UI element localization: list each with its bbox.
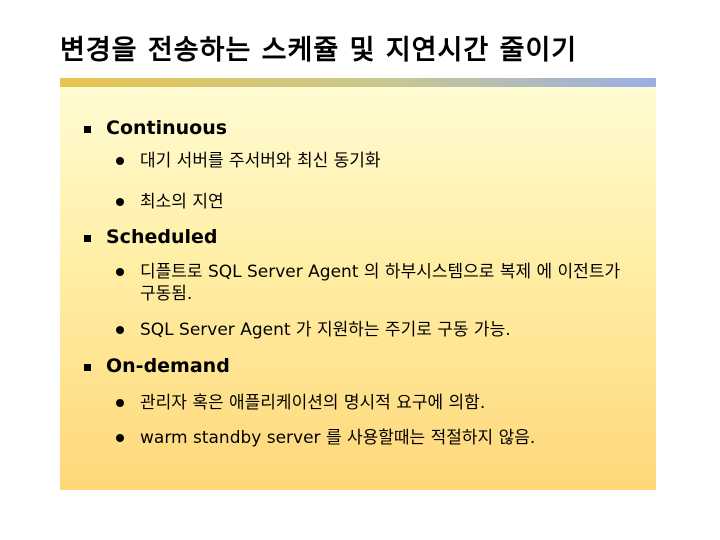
- item-bullet: [116, 157, 124, 165]
- content-panel: [60, 87, 656, 490]
- list-item: 대기 서버를 주서버와 최신 동기화: [140, 151, 381, 171]
- item-bullet: [116, 268, 124, 276]
- section-heading-scheduled: Scheduled: [106, 226, 218, 248]
- item-bullet: [116, 434, 124, 442]
- list-item: warm standby server 를 사용할때는 적절하지 않음.: [140, 428, 536, 448]
- section-heading-on-demand: On-demand: [106, 355, 230, 377]
- section-bullet: [84, 126, 91, 133]
- list-item: SQL Server Agent 가 지원하는 주기로 구동 가능.: [140, 320, 511, 340]
- item-bullet: [116, 198, 124, 206]
- list-item: 최소의 지연: [140, 192, 224, 212]
- section-heading-continuous: Continuous: [106, 117, 228, 139]
- section-bullet: [84, 364, 91, 371]
- list-item: 관리자 혹은 애플리케이션의 명시적 요구에 의함.: [140, 393, 486, 413]
- list-item: 디플트로 SQL Server Agent 의 하부시스템으로 복제 에 이전트…: [140, 262, 621, 304]
- item-bullet: [116, 399, 124, 407]
- title-underline: [60, 78, 656, 87]
- section-bullet: [84, 235, 91, 242]
- slide-title: 변경을 전송하는 스케쥴 및 지연시간 줄이기: [60, 35, 578, 66]
- item-bullet: [116, 326, 124, 334]
